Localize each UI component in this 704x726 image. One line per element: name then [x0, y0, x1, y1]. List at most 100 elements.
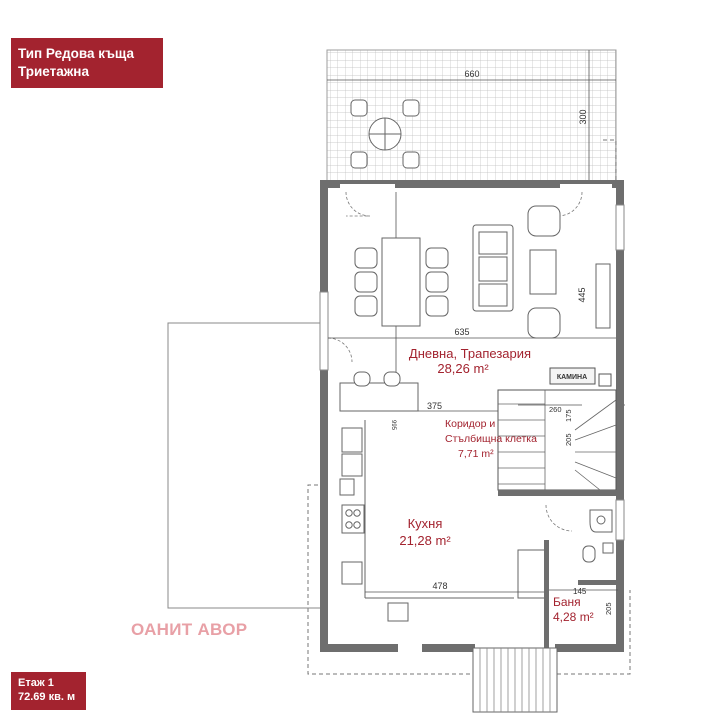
stair-winder [574, 461, 617, 479]
window-opening [615, 204, 625, 251]
side-yard-outline [167, 322, 324, 609]
partition-wall [578, 580, 618, 585]
outdoor-table-set [350, 99, 420, 169]
floor-info-badge: Етаж 1 72.69 кв. м [11, 672, 86, 710]
roof-overhang-outline [603, 139, 617, 185]
stair-winder [574, 399, 617, 431]
terrace-width-label: 660 [464, 69, 479, 79]
lounge-set [472, 205, 611, 339]
cooktop [341, 504, 365, 534]
window-opening [560, 184, 612, 192]
sofa-cushion [478, 231, 508, 255]
kitchen-room-name: Кухня [408, 516, 443, 531]
kitchen-counter-label: 375 [427, 401, 442, 411]
kitchen-units [339, 420, 549, 622]
living-dining: 635 445 Дневна, Трапезария 28,26 m² [328, 192, 616, 390]
dining-chair [425, 247, 449, 269]
dishwasher [341, 561, 363, 585]
chair [350, 151, 368, 169]
living-depth-label: 445 [577, 287, 587, 302]
fireplace: КАМИНА [549, 367, 612, 387]
dining-chair [425, 295, 449, 317]
terrace: 660 300 [326, 49, 617, 186]
stair-dimension-c: 175 [564, 409, 573, 422]
window-opening [615, 499, 625, 541]
bar-stool [383, 371, 401, 387]
armchair [527, 205, 561, 237]
burner [345, 509, 353, 517]
kitchen-width-label: 478 [432, 581, 447, 591]
partition-wall [544, 540, 549, 648]
stair-winder [574, 469, 601, 491]
tv-console [595, 263, 611, 329]
bath-door-swing [545, 504, 573, 532]
corridor-room-area: 7,71 m² [458, 448, 494, 460]
stair-dimension-b: 205 [564, 433, 573, 446]
coffee-table [529, 249, 557, 295]
side-door-swing [327, 337, 353, 363]
burner [353, 509, 361, 517]
stair-dimension-a: 260 [549, 405, 562, 414]
interior-walls [498, 490, 618, 648]
sink [339, 478, 355, 496]
entrance-steps [472, 647, 558, 713]
bar-stool [353, 371, 371, 387]
fireplace-label: КАМИНА [557, 374, 587, 381]
terrace-depth-label: 300 [578, 109, 588, 124]
outer-wall [320, 180, 624, 652]
plan-type-title: Тип Редова къща [18, 46, 134, 61]
washing-machine [387, 602, 409, 622]
bath-depth-label: 205 [604, 602, 613, 615]
door-swings [327, 191, 583, 532]
ground-floor-overhang-outline [307, 484, 631, 675]
terrace-door-swing [557, 191, 583, 217]
counter-depth-label: 995 [390, 420, 396, 431]
terrace-door-swing [345, 191, 371, 217]
sofa-cushion [478, 256, 508, 282]
bath-room-area: 4,28 m² [553, 610, 594, 624]
window-opening [398, 644, 422, 652]
sofa-cushion [478, 283, 508, 307]
chair [350, 99, 368, 117]
dining-table [381, 237, 421, 327]
floor-area: 72.69 кв. м [18, 691, 76, 703]
dining-set [354, 237, 449, 327]
stair-treads [498, 390, 617, 491]
wall-oven [341, 453, 363, 477]
plan-storeys-subtitle: Триетажна [18, 64, 89, 79]
pantry-cabinet [517, 549, 549, 599]
living-room-area: 28,26 m² [437, 361, 489, 376]
kitchen-island: 375 995 [339, 371, 500, 431]
bidet [602, 542, 614, 554]
dining-chair [425, 271, 449, 293]
burner [345, 521, 353, 529]
chair [402, 151, 420, 169]
partition-wall [498, 490, 618, 496]
bathroom: 145 205 Баня 4,28 m² [549, 509, 618, 624]
living-width-label: 635 [454, 327, 469, 337]
armchair [527, 307, 561, 339]
toilet [582, 545, 596, 563]
stair-winder [574, 424, 617, 441]
fireplace-box [549, 367, 596, 385]
corridor-room-name-cont: Стълбищна клетка [445, 433, 537, 445]
island-counter [339, 382, 419, 412]
window-opening [340, 184, 395, 192]
step-lines [479, 648, 551, 712]
burner [353, 521, 361, 529]
watermark: ОАНИТ АВОР [131, 620, 248, 639]
plan-title-badge: Тип Редова къща Триетажна [11, 38, 163, 88]
chimney-flue [598, 373, 612, 387]
fridge [341, 427, 363, 453]
corridor-room-name: Коридор и [445, 418, 495, 430]
dining-chair [354, 247, 378, 269]
chair [402, 99, 420, 117]
living-room-name: Дневна, Трапезария [409, 346, 531, 361]
dining-chair [354, 271, 378, 293]
floor-number: Етаж 1 [18, 677, 54, 689]
window-opening [319, 291, 329, 371]
terrace-tiling [326, 49, 617, 186]
basin-bowl [596, 515, 606, 525]
bath-width-label: 145 [573, 587, 587, 596]
